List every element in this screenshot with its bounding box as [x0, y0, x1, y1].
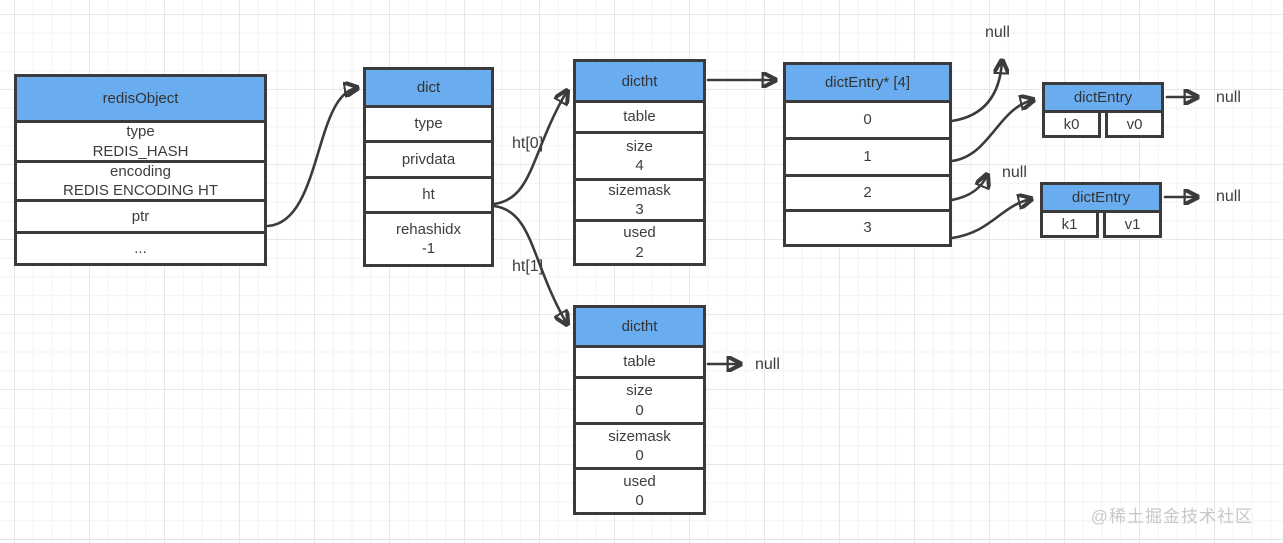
dictht0-field-used: used 2: [576, 219, 703, 263]
dict-entry1-key: k1: [1040, 210, 1099, 238]
null-label-ht1-table: null: [755, 356, 780, 373]
dict-entry0-key: k0: [1042, 110, 1101, 138]
dictht1-field-sizemask: sizemask 0: [576, 422, 703, 467]
arrow-ptr-to-dict: [266, 88, 357, 228]
bucket-3: 3: [786, 209, 949, 244]
arrow-bucket0-to-null: [950, 61, 1002, 123]
dict-entry1-box: dictEntry k1 v1: [1040, 182, 1162, 238]
redis-object-field-type: type REDIS_HASH: [17, 120, 264, 160]
null-label-bucket2: null: [1002, 164, 1027, 181]
watermark: @稀土掘金技术社区: [1090, 507, 1253, 526]
dict-entry0-box: dictEntry k0 v0: [1042, 82, 1164, 138]
bucket-0: 0: [786, 100, 949, 137]
arrow-bucket2-to-null: [950, 175, 987, 202]
null-label-entry1-next: null: [1216, 188, 1241, 205]
arrow-bucket1-to-entry0: [950, 100, 1033, 163]
null-label-entry0-next: null: [1216, 89, 1241, 106]
dict-box: dict type privdata ht rehashidx -1: [363, 67, 494, 267]
bucket-1: 1: [786, 137, 949, 174]
dict-field-type: type: [366, 105, 491, 140]
dictht1-title: dictht: [576, 308, 703, 345]
dictht1-field-size: size 0: [576, 376, 703, 422]
redis-object-box: redisObject type REDIS_HASH encoding RED…: [14, 74, 267, 266]
dict-entry-array-box: dictEntry* [4] 0 1 2 3: [783, 62, 952, 247]
dictht0-field-sizemask: sizemask 3: [576, 178, 703, 219]
arrow-bucket3-to-entry1: [950, 199, 1031, 240]
redis-object-field-ptr: ptr: [17, 199, 264, 231]
dict-field-privdata: privdata: [366, 140, 491, 176]
dict-field-ht: ht: [366, 176, 491, 211]
dictht1-field-table: table: [576, 345, 703, 376]
dictht1-field-used: used 0: [576, 467, 703, 512]
redis-object-field-encoding: encoding REDIS ENCODING HT: [17, 160, 264, 199]
dictht0-field-table: table: [576, 100, 703, 131]
dict-entry0-title: dictEntry: [1042, 82, 1164, 113]
dictht0-box: dictht table size 4 sizemask 3 used 2: [573, 59, 706, 266]
ht0-pointer-label: ht[0]: [512, 135, 544, 152]
redis-object-title: redisObject: [17, 77, 264, 120]
dict-entry0-value: v0: [1105, 110, 1164, 138]
redis-object-field-ellipsis: ...: [17, 231, 264, 263]
dictht0-field-size: size 4: [576, 131, 703, 178]
bucket-2: 2: [786, 174, 949, 209]
ht1-pointer-label: ht[1]: [512, 258, 544, 275]
null-label-bucket0: null: [985, 24, 1010, 41]
dictht0-title: dictht: [576, 62, 703, 100]
dict-entry1-title: dictEntry: [1040, 182, 1162, 213]
dict-title: dict: [366, 70, 491, 105]
dict-entry1-value: v1: [1103, 210, 1162, 238]
dictht1-box: dictht table size 0 sizemask 0 used 0: [573, 305, 706, 515]
dict-entry-array-title: dictEntry* [4]: [786, 65, 949, 100]
dict-field-rehashidx: rehashidx -1: [366, 211, 491, 264]
